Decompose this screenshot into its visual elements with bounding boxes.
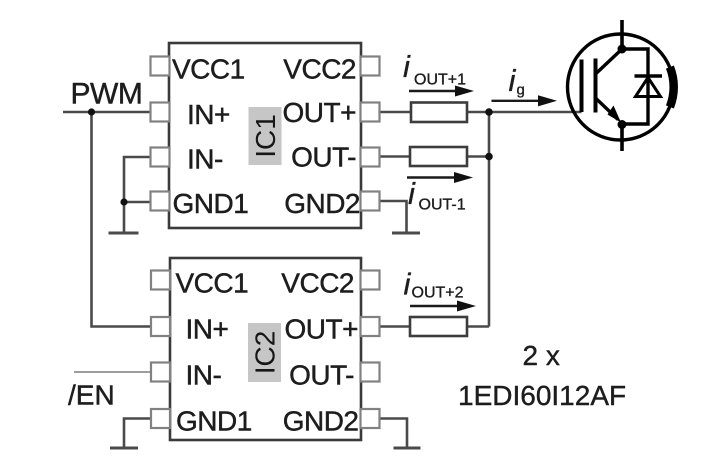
svg-text:OUT+1: OUT+1	[414, 72, 466, 89]
svg-text:IN+: IN+	[186, 314, 229, 345]
svg-text:i: i	[408, 176, 416, 211]
svg-text:OUT+: OUT+	[283, 97, 356, 128]
svg-text:IC2: IC2	[250, 331, 281, 375]
svg-text:2 x: 2 x	[523, 340, 560, 371]
svg-text:IN+: IN+	[187, 99, 230, 130]
svg-text:VCC2: VCC2	[281, 268, 354, 299]
svg-text:1EDI60I12AF: 1EDI60I12AF	[458, 380, 626, 411]
svg-text:i: i	[403, 49, 411, 84]
svg-text:i: i	[404, 267, 412, 302]
svg-text:VCC2: VCC2	[283, 54, 356, 85]
svg-text:OUT+2: OUT+2	[412, 285, 464, 302]
svg-text:OUT-: OUT-	[289, 360, 354, 391]
svg-text:GND2: GND2	[284, 188, 360, 219]
svg-text:IN-: IN-	[186, 360, 222, 391]
svg-text:i: i	[509, 63, 517, 98]
svg-text:OUT-1: OUT-1	[419, 197, 466, 214]
svg-text:VCC1: VCC1	[172, 54, 245, 85]
svg-text:PWM: PWM	[71, 78, 143, 111]
svg-text:IN-: IN-	[187, 144, 223, 175]
svg-text:/EN: /EN	[68, 380, 115, 411]
svg-text:OUT-: OUT-	[291, 142, 356, 173]
svg-text:VCC1: VCC1	[176, 268, 249, 299]
svg-text:g: g	[517, 82, 525, 99]
svg-text:GND1: GND1	[176, 406, 252, 437]
svg-text:IC1: IC1	[250, 114, 281, 158]
svg-text:GND1: GND1	[173, 188, 249, 219]
svg-text:OUT+: OUT+	[285, 314, 358, 345]
svg-text:GND2: GND2	[283, 406, 359, 437]
